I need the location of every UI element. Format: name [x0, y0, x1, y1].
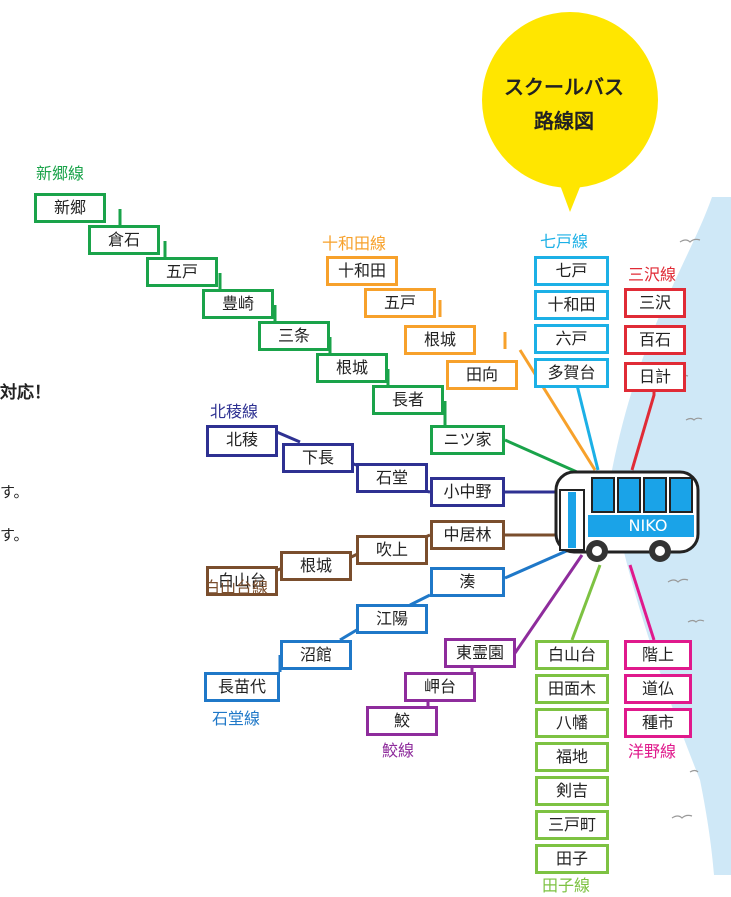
stop-numadate[interactable]: 沼館 — [280, 640, 352, 670]
stop-koyo[interactable]: 江陽 — [356, 604, 428, 634]
stop-hokuryo[interactable]: 北稜 — [206, 425, 278, 457]
stop-shimonaga[interactable]: 下長 — [282, 443, 354, 473]
side-text-2: す。 — [0, 483, 29, 501]
speech-bubble — [482, 12, 658, 188]
stop-nejo-shingo[interactable]: 根城 — [316, 353, 388, 383]
stop-tagadai[interactable]: 多賀台 — [534, 358, 609, 388]
stop-hakusandai-tago[interactable]: 白山台 — [535, 640, 609, 670]
stop-minato[interactable]: 湊 — [430, 567, 505, 597]
line-name-towada: 十和田線 — [322, 234, 387, 253]
line-name-shingo: 新郷線 — [36, 164, 85, 183]
stop-yawata[interactable]: 八幡 — [535, 708, 609, 738]
stop-tamonoki[interactable]: 田面木 — [535, 674, 609, 704]
stop-higashi-reien[interactable]: 東霊園 — [444, 638, 516, 668]
line-name-same: 鮫線 — [382, 741, 415, 760]
stop-takko[interactable]: 田子 — [535, 844, 609, 874]
stop-sannohe-machi[interactable]: 三戸町 — [535, 810, 609, 840]
stop-konakano[interactable]: 小中野 — [430, 477, 505, 507]
bus-icon — [554, 470, 700, 562]
side-text-3: す。 — [0, 526, 29, 544]
stop-nakaibayashi[interactable]: 中居林 — [430, 520, 505, 550]
stop-tamukai[interactable]: 田向 — [446, 360, 518, 390]
stop-momoishi[interactable]: 百石 — [624, 325, 686, 355]
line-name-shichinohe: 七戸線 — [540, 232, 589, 251]
line-name-misawa: 三沢線 — [628, 265, 677, 284]
stop-misakidai[interactable]: 岬台 — [404, 672, 476, 702]
stop-hibakari[interactable]: 日計 — [624, 362, 686, 392]
line-name-yono: 洋野線 — [628, 742, 677, 761]
stop-fukuchi[interactable]: 福地 — [535, 742, 609, 772]
stop-nitsuya[interactable]: ニツ家 — [430, 425, 505, 455]
stop-fukiage[interactable]: 吹上 — [356, 535, 428, 565]
stop-kenyoshi[interactable]: 剣吉 — [535, 776, 609, 806]
stop-nejo-towada[interactable]: 根城 — [404, 325, 476, 355]
stop-shichinohe[interactable]: 七戸 — [534, 256, 609, 286]
stop-sanjo[interactable]: 三条 — [258, 321, 330, 351]
stop-nejo-hakusandai[interactable]: 根城 — [280, 551, 352, 581]
line-name-tago: 田子線 — [542, 876, 591, 895]
side-text-1: 対応！ — [0, 383, 51, 403]
stop-hakusandai-1[interactable]: 白山台 — [206, 566, 278, 596]
stop-gonohe-towada[interactable]: 五戸 — [364, 288, 436, 318]
stop-towada-1[interactable]: 十和田 — [326, 256, 398, 286]
stop-gonohe[interactable]: 五戸 — [146, 257, 218, 287]
line-name-hakusandai: 白山台線 — [204, 578, 269, 597]
stop-ishido-hokuryo[interactable]: 石堂 — [356, 463, 428, 493]
stop-chojya[interactable]: 長者 — [372, 385, 444, 415]
bubble-title: スクールバス 路線図 — [484, 70, 644, 138]
stop-misawa[interactable]: 三沢 — [624, 288, 686, 318]
line-name-ishido: 石堂線 — [212, 709, 261, 728]
stop-same[interactable]: 鮫 — [366, 706, 438, 736]
stop-rokunohe[interactable]: 六戸 — [534, 324, 609, 354]
stop-toyosaki[interactable]: 豊崎 — [202, 289, 274, 319]
stop-naganawashiro[interactable]: 長苗代 — [204, 672, 280, 702]
stop-taneichi[interactable]: 種市 — [624, 708, 692, 738]
line-name-hokuryo: 北稜線 — [210, 402, 259, 421]
stop-towada-2[interactable]: 十和田 — [534, 290, 609, 320]
bubble-line-2: 路線図 — [534, 109, 594, 133]
stop-hashikami[interactable]: 階上 — [624, 640, 692, 670]
bubble-line-1: スクールバス — [504, 75, 624, 99]
stop-kuraishi[interactable]: 倉石 — [88, 225, 160, 255]
bus-label: NIKO — [628, 516, 668, 535]
stop-shingo[interactable]: 新郷 — [34, 193, 106, 223]
stop-dobutsu[interactable]: 道仏 — [624, 674, 692, 704]
